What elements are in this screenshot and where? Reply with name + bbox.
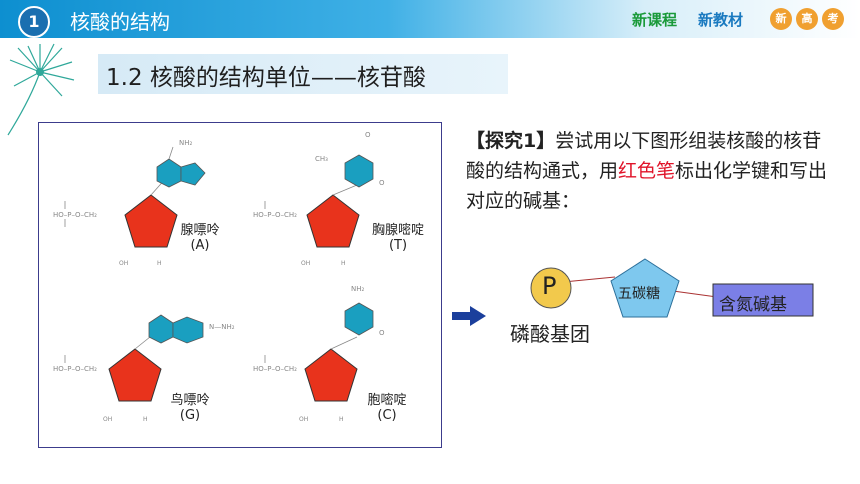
svg-text:HO–P–O–CH₂: HO–P–O–CH₂ (253, 211, 297, 219)
explore-text-2: 标出化学键和写出对应的碱基： (466, 160, 828, 212)
nucleotide-c: HO–P–O–CH₂ NH₂ O OH H (253, 285, 385, 423)
svg-text:OH: OH (119, 260, 128, 267)
svg-text:NH₂: NH₂ (179, 139, 193, 147)
svg-text:H: H (341, 260, 346, 267)
base-name-t: 胸腺嘧啶 (371, 223, 424, 238)
base-name-a: 腺嘌呤 (180, 223, 220, 238)
nucleotide-a: HO–P–O–CH₂ NH₂ OH H (53, 139, 206, 267)
nucleotide-t: HO–P–O–CH₂ CH₃ O O OH H (253, 131, 385, 267)
svg-text:H: H (157, 260, 162, 267)
nucleotide-structures-icon: HO–P–O–CH₂ NH₂ OH H HO–P–O–CH₂ CH₃ O O O… (53, 131, 385, 423)
sugar-label: 五碳糖 (618, 286, 660, 302)
svg-text:H: H (339, 416, 344, 423)
svg-text:O: O (379, 329, 385, 337)
phosphate-letter: P (542, 272, 557, 300)
svg-text:O: O (365, 131, 371, 139)
phosphate-circle (530, 267, 572, 309)
svg-text:O: O (379, 179, 385, 187)
base-code-a: (A) (190, 238, 210, 253)
svg-text:HO–P–O–CH₂: HO–P–O–CH₂ (53, 211, 97, 219)
brand-chip-1: 新 (770, 8, 792, 30)
base-name-g: 鸟嘌呤 (170, 393, 210, 408)
brand-new-course: 新课程 (632, 11, 678, 29)
header-title: 核酸的结构 (70, 10, 170, 34)
pentose-pentagon (610, 258, 680, 318)
dandelion-decoration-icon (7, 43, 75, 136)
base-code-t: (T) (388, 238, 408, 253)
brand-chip-2: 高 (796, 8, 818, 30)
base-code-g: (G) (179, 408, 201, 423)
nucleotide-model-diagram (530, 258, 814, 318)
section-number-badge: 1 (18, 6, 50, 38)
header-bar (0, 0, 860, 38)
brand-chip-3: 考 (822, 8, 844, 30)
svg-text:OH: OH (299, 416, 308, 423)
svg-text:HO–P–O–CH₂: HO–P–O–CH₂ (253, 365, 297, 373)
section-title: 1.2 核酸的结构单位——核苷酸 (106, 65, 426, 91)
svg-text:OH: OH (301, 260, 310, 267)
svg-text:H: H (143, 416, 148, 423)
subtitle-background (98, 54, 508, 94)
explore-prompt: 【探究1】尝试用以下图形组装核酸的核苷酸的结构通式，用红色笔标出化学键和写出对应… (466, 126, 836, 216)
svg-text:HO–P–O–CH₂: HO–P–O–CH₂ (53, 365, 97, 373)
base-label: 含氮碱基 (719, 295, 787, 315)
right-arrow-icon (452, 306, 486, 326)
svg-text:N—NH₂: N—NH₂ (209, 323, 235, 331)
svg-text:NH₂: NH₂ (351, 285, 365, 293)
explore-text-1: 尝试用以下图形组装核酸的核苷酸的结构通式，用 (466, 130, 822, 182)
nucleotide-figure: HO–P–O–CH₂ NH₂ OH H HO–P–O–CH₂ CH₃ O O O… (38, 122, 442, 448)
svg-text:OH: OH (103, 416, 112, 423)
base-code-c: (C) (377, 408, 397, 423)
base-box (712, 283, 814, 317)
svg-text:CH₃: CH₃ (315, 155, 328, 163)
explore-prefix: 【探究1】 (466, 130, 556, 152)
base-name-c: 胞嘧啶 (367, 393, 407, 408)
nucleotide-g: HO–P–O–CH₂ N—NH₂ OH H (53, 314, 235, 423)
explore-red-text: 红色笔 (618, 160, 676, 182)
phosphate-label: 磷酸基团 (510, 322, 590, 346)
brand-new-textbook: 新教材 (698, 11, 744, 29)
